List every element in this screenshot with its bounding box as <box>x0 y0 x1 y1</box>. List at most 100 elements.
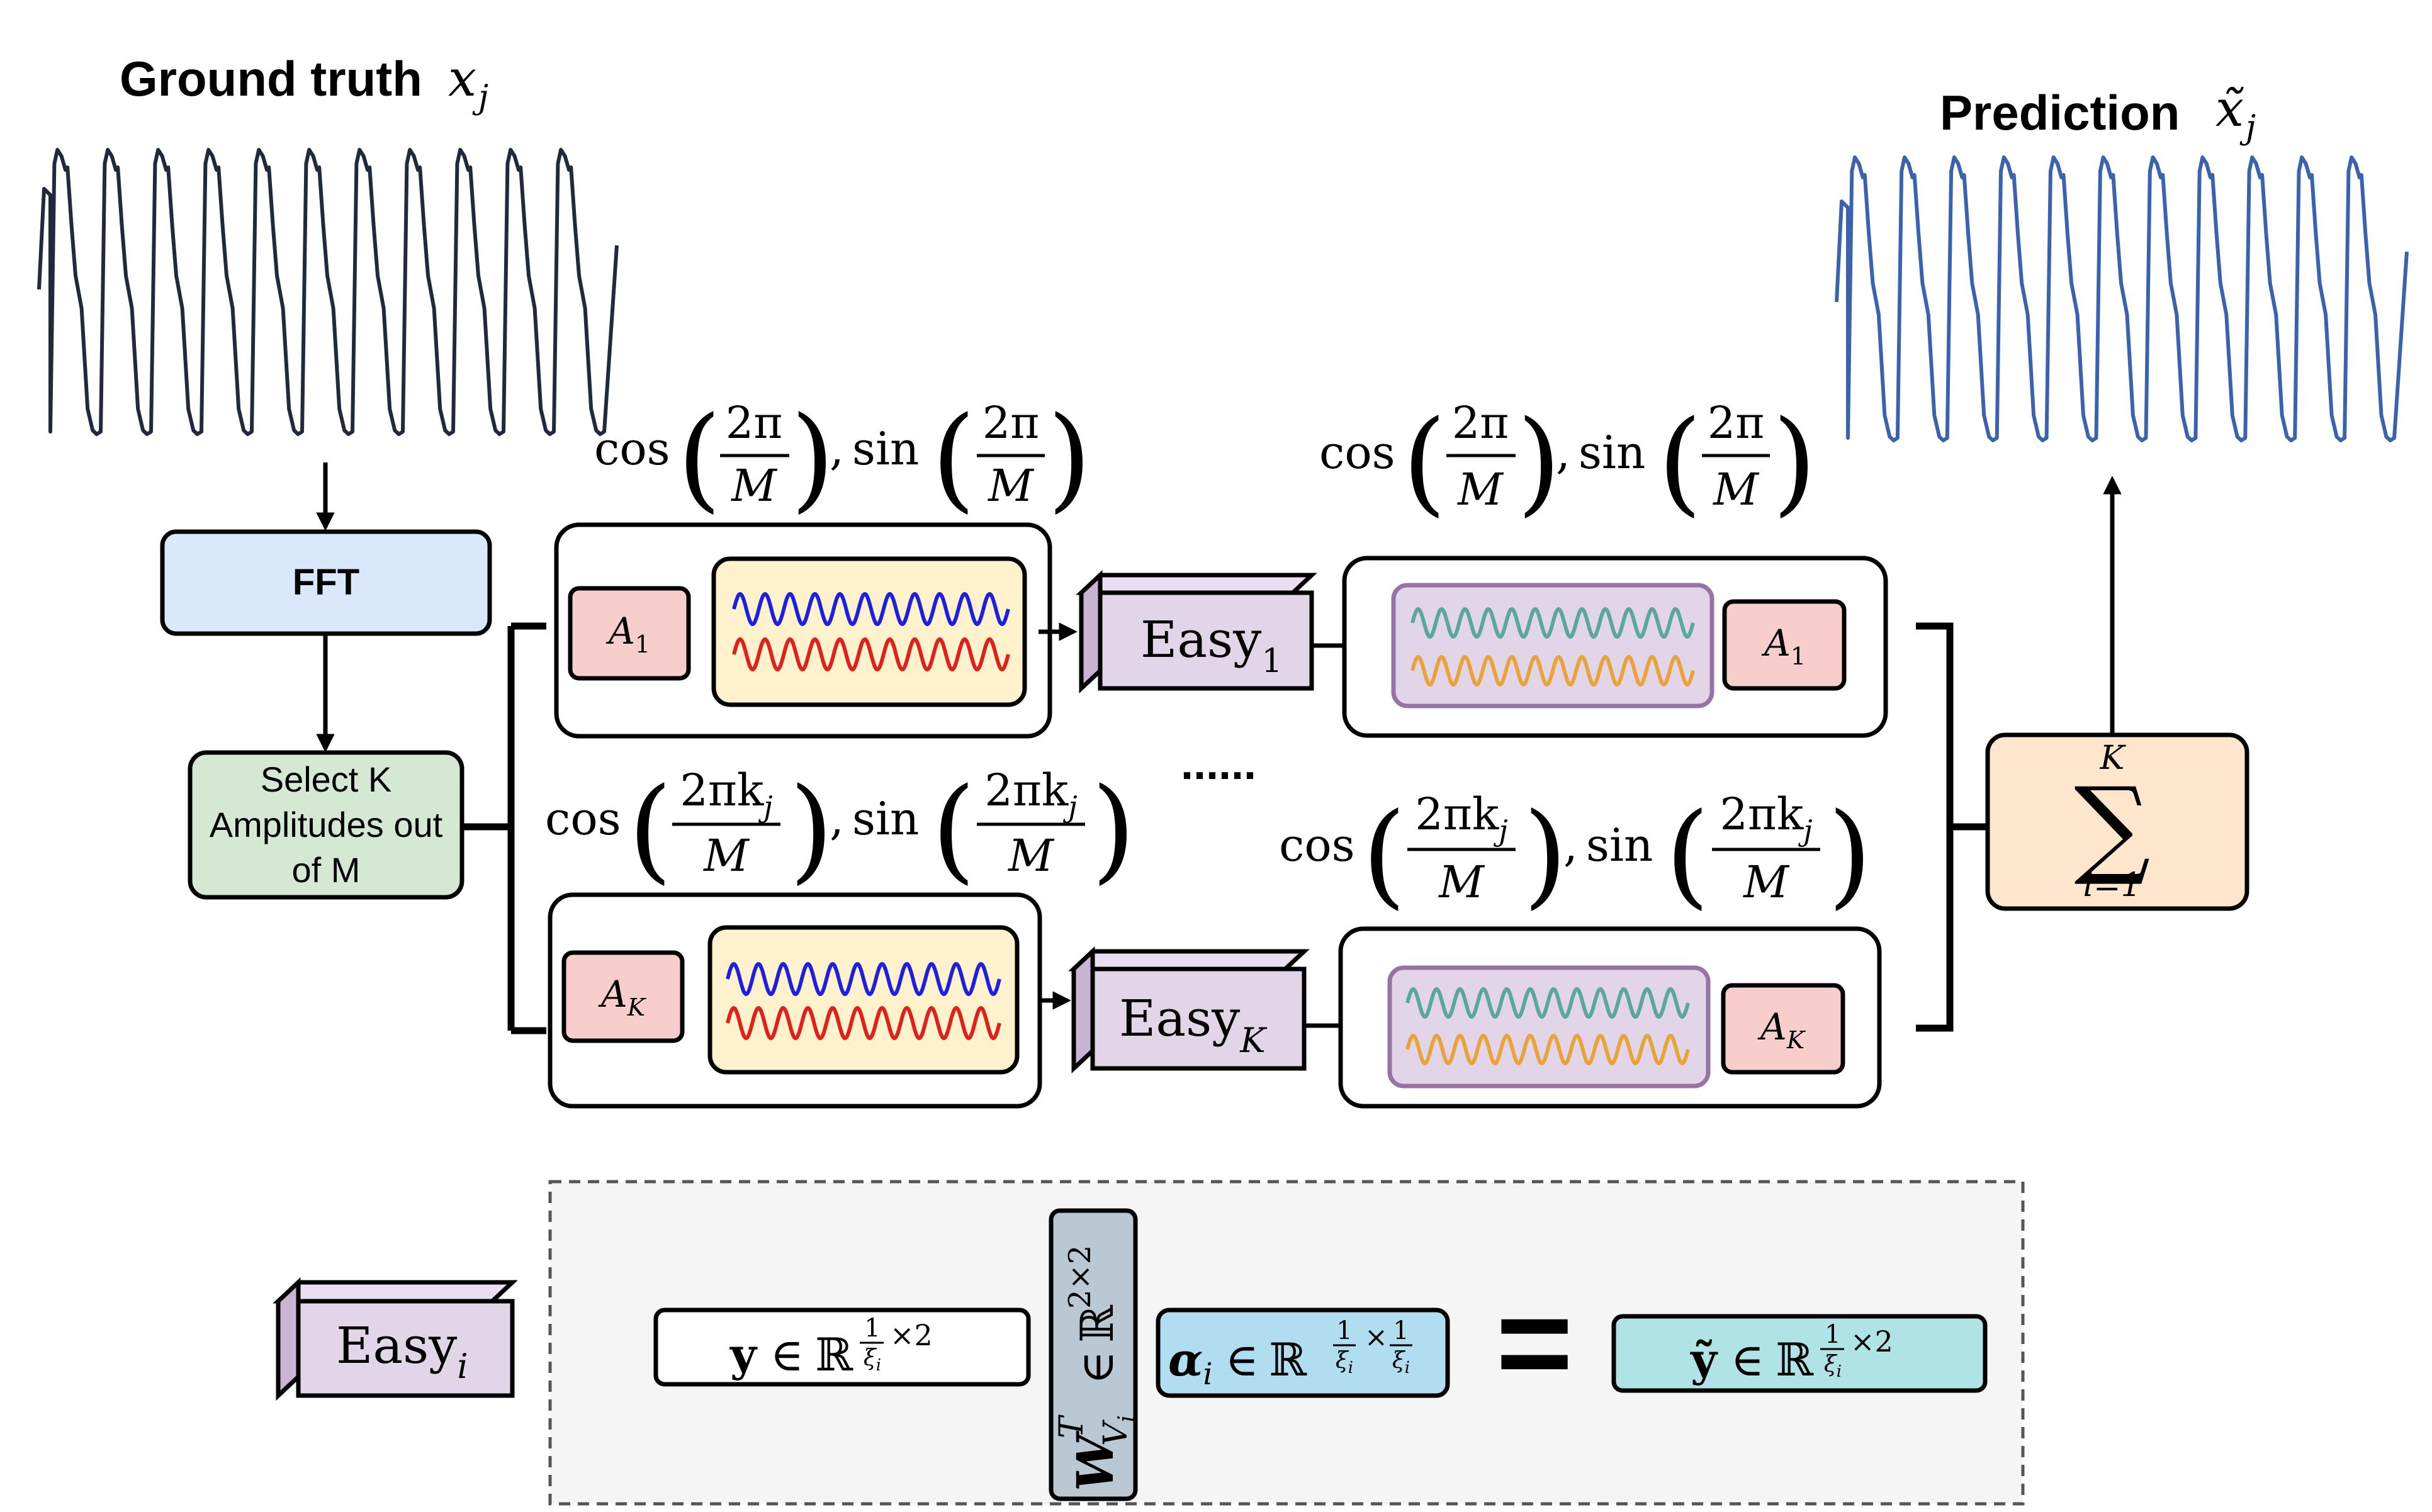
legend-panel: y∈ℝ 1 ξi ×2 W Vi T ∈ ℝ 2×2 αi∈ℝ 1 ξi × 1… <box>548 1180 2025 1506</box>
amplitude-box-1 <box>568 586 691 681</box>
split-bracket <box>462 622 546 1034</box>
ground-truth-label: Ground truth <box>120 51 422 106</box>
prediction-title: Prediction x̃ j <box>1940 79 2256 147</box>
wave-box-out-1 <box>1391 583 1714 708</box>
fft-label: FFT <box>293 562 359 603</box>
sin-wave-out-k <box>1405 1033 1690 1066</box>
svg-text:×2: ×2 <box>890 1318 933 1352</box>
sin-wave-k <box>726 1005 1001 1041</box>
formula-bottom-right: cos ( 2πkj M ) , sin ( 2πkj M ) <box>1279 788 1872 921</box>
svg-text:2πkj: 2πkj <box>1720 788 1812 848</box>
cos-wave-out-k <box>1405 987 1690 1019</box>
svg-text:2πkj: 2πkj <box>984 764 1077 824</box>
prediction-label: Prediction <box>1940 85 2180 140</box>
svg-text:cos: cos <box>1279 819 1355 871</box>
svg-text:M: M <box>987 460 1035 512</box>
easy-block-1: Easy1 <box>1076 569 1317 694</box>
amplitude-box-out-1 <box>1722 599 1847 691</box>
svg-text:ℝ: ℝ <box>1071 1304 1123 1343</box>
svg-text:): ) <box>1828 789 1872 921</box>
sum-symbol: ∑ <box>2074 764 2150 889</box>
svg-text:1: 1 <box>1393 1316 1409 1345</box>
sin-wave-out-1 <box>1410 654 1695 687</box>
select-line-2: Amplitudes out <box>210 805 443 844</box>
svg-text:,: , <box>1563 819 1578 871</box>
svg-text:2×2: 2×2 <box>1062 1245 1098 1309</box>
amplitude-label-1: A1 <box>605 610 650 658</box>
svg-text:,: , <box>1556 426 1570 479</box>
formula-top-right: cos ( 2π M ) , sin ( 2π M ) <box>1319 396 1816 528</box>
ytilde-box <box>1611 1314 1988 1393</box>
svg-text:1: 1 <box>864 1314 880 1343</box>
svg-text:M: M <box>1742 856 1790 908</box>
merge-bracket <box>1916 622 1988 1032</box>
output-panel-k: AK <box>1338 926 1882 1109</box>
svg-text:2π: 2π <box>1452 397 1509 449</box>
svg-text:(: ( <box>1665 789 1709 921</box>
easy-legend-label: Easyi <box>336 1316 468 1386</box>
svg-text:2πkj: 2πkj <box>1415 788 1507 848</box>
sum-upper: K <box>2100 739 2127 777</box>
svg-text:M: M <box>702 830 750 882</box>
svg-text:M: M <box>1438 856 1485 908</box>
amplitude-label-k: AK <box>598 973 647 1021</box>
svg-text:sin: sin <box>1579 426 1645 479</box>
equals-sign: = <box>1496 1268 1573 1416</box>
svg-text:2πkj: 2πkj <box>680 764 772 824</box>
easy-block-k: EasyK <box>1068 946 1310 1074</box>
formula-top-left: cos ( 2π M ) , sin ( 2π M ) <box>594 393 1091 524</box>
amplitude-box-out-k <box>1721 983 1845 1075</box>
svg-text:ξi: ξi <box>1824 1352 1842 1381</box>
svg-text:ξi: ξi <box>864 1345 881 1375</box>
svg-text:1: 1 <box>1336 1316 1352 1345</box>
svg-text:,: , <box>830 792 844 845</box>
svg-text:(: ( <box>932 393 976 524</box>
svg-text:2π: 2π <box>982 397 1040 449</box>
select-line-1: Select K <box>261 759 392 799</box>
svg-text:ξi: ξi <box>1336 1348 1353 1377</box>
sum-lower: i=1 <box>2083 866 2141 904</box>
wave-box-k <box>707 925 1020 1075</box>
svg-text:W: W <box>1066 1430 1125 1491</box>
alpha-expression: αi∈ℝ <box>1168 1333 1307 1392</box>
svg-text:×: × <box>1365 1321 1388 1353</box>
svg-text:(: ( <box>677 393 721 524</box>
svg-text:): ) <box>1091 764 1135 895</box>
easy-label-k: EasyK <box>1119 989 1267 1060</box>
input-panel-1: A1 <box>554 522 1052 739</box>
svg-text:(: ( <box>1362 789 1406 921</box>
svg-text:sin: sin <box>1586 819 1653 871</box>
select-line-3: of M <box>292 850 361 890</box>
ellipsis: ...... <box>1181 739 1256 789</box>
svg-text:sin: sin <box>852 422 919 475</box>
easy-label-1: Easy1 <box>1140 610 1282 680</box>
svg-text:M: M <box>1456 464 1504 515</box>
w-expression: W Vi T ∈ ℝ 2×2 <box>1053 1245 1140 1491</box>
amplitude-label-out-1: A1 <box>1761 622 1806 670</box>
wave-box-out-k <box>1387 965 1711 1089</box>
y-box <box>653 1308 1031 1387</box>
svg-text:): ) <box>789 764 833 895</box>
svg-text:cos: cos <box>545 792 621 845</box>
sum-box: K ∑ i=1 <box>1985 732 2249 911</box>
wave-box-1 <box>711 556 1027 707</box>
svg-text:T: T <box>1053 1414 1091 1438</box>
svg-text:cos: cos <box>1319 426 1395 479</box>
select-k-box: Select K Amplitudes out of M <box>188 750 464 900</box>
svg-text:(: ( <box>628 764 672 895</box>
input-panel-k: AK <box>548 892 1042 1109</box>
svg-text:M: M <box>1712 464 1760 515</box>
svg-text:(: ( <box>932 764 976 895</box>
svg-text:×2: ×2 <box>1850 1324 1893 1358</box>
svg-text:): ) <box>791 393 835 524</box>
amplitude-box-k <box>561 950 685 1043</box>
svg-text:∈: ∈ <box>1071 1351 1123 1384</box>
ground-truth-title: Ground truth x j <box>120 49 488 116</box>
output-panel-1: A1 <box>1342 556 1888 738</box>
svg-text:M: M <box>1007 830 1055 882</box>
svg-text:(: ( <box>1658 396 1702 528</box>
prediction-signal <box>1835 155 2409 442</box>
svg-text:2π: 2π <box>726 397 783 449</box>
svg-text:2π: 2π <box>1708 397 1765 449</box>
